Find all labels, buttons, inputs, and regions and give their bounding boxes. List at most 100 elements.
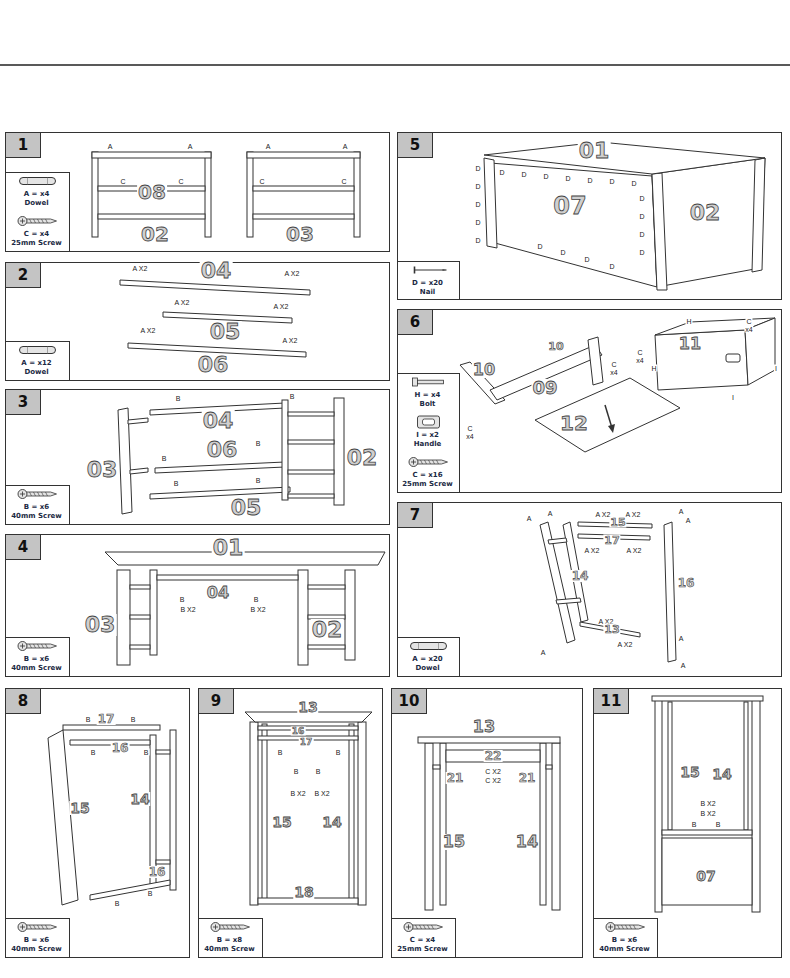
part-number: 02: [689, 202, 722, 224]
callout-letter: C: [258, 178, 265, 185]
callout-letter: D: [608, 263, 615, 270]
callout-letter: D: [474, 183, 481, 190]
callout-letter: C: [340, 178, 347, 185]
hardware-name: 40mm Screw: [5, 945, 69, 954]
callout-letter: C: [177, 178, 184, 185]
part-number: 15: [609, 517, 626, 528]
callout-letter: B: [161, 455, 168, 462]
part-number: 03: [285, 224, 315, 244]
hardware-name: Dowel: [5, 368, 69, 377]
part-number: 21: [446, 772, 465, 784]
callout-letter: B: [293, 768, 300, 775]
step-number: 8: [6, 689, 41, 714]
part-number: 02: [140, 224, 170, 244]
hardware-name: 40mm Screw: [5, 664, 69, 673]
step-panel: 4B = x640mm Screw: [5, 534, 390, 677]
part-number: 12: [559, 413, 589, 433]
callout-letter: B: [691, 821, 698, 828]
callout-letter: A X2: [626, 547, 643, 554]
callout-letter: D: [542, 173, 549, 180]
callout-letter: I: [774, 365, 778, 372]
part-number: 14: [711, 767, 732, 781]
step-panel: 3B = x640mm Screw: [5, 389, 390, 525]
callout-letter: A X2: [284, 270, 301, 277]
part-number: 05: [230, 497, 263, 519]
callout-letter: D: [474, 219, 481, 226]
hardware-name: 40mm Screw: [593, 945, 657, 954]
hardware-name: 25mm Screw: [397, 480, 459, 489]
callout-letter: B: [175, 395, 182, 402]
hardware-count: B = x8: [198, 936, 262, 945]
hardware-name: 25mm Screw: [391, 945, 455, 954]
part-number: 06: [197, 354, 230, 376]
callout-letter: A: [678, 508, 685, 515]
part-number: 13: [603, 624, 620, 635]
callout-letter: A: [540, 649, 547, 656]
callout-letter: B: [147, 890, 154, 897]
part-number: 05: [209, 321, 242, 343]
part-number: 04: [202, 410, 235, 432]
callout-letter: D: [498, 169, 505, 176]
hardware-name: 25mm Screw: [5, 239, 69, 248]
hardware-count: A = x4: [5, 190, 69, 199]
hardware-count: D = x20: [397, 279, 459, 288]
callout-letter: B: [179, 596, 186, 603]
step-panel: 7A = x20Dowel: [397, 502, 782, 677]
callout-letter: D: [564, 175, 571, 182]
callout-letter: A: [680, 662, 687, 669]
part-number: 17: [97, 713, 116, 725]
hardware-count: B = x6: [5, 503, 69, 512]
hardware-box: A = x20Dowel: [397, 637, 460, 677]
callout-letter: A X2: [140, 327, 157, 334]
hardware-box: B = x640mm Screw: [5, 918, 70, 958]
part-number: 22: [484, 750, 503, 762]
part-number: 13: [472, 719, 496, 735]
step-number: 3: [6, 390, 41, 415]
callout-letter: I: [731, 394, 735, 401]
hardware-name: 40mm Screw: [198, 945, 262, 954]
part-number: 15: [69, 801, 90, 815]
callout-letter: C X2: [484, 777, 502, 784]
hardware-count: I = x2: [397, 431, 459, 440]
callout-letter: B: [114, 900, 121, 907]
callout-letter: B: [277, 749, 284, 756]
callout-letter: B: [335, 749, 342, 756]
hardware-name: Handle: [397, 440, 459, 449]
callout-letter: C X2: [484, 768, 502, 775]
part-number: 17: [299, 738, 314, 747]
callout-letter: B X2: [699, 810, 716, 817]
hardware-box: C = x425mm Screw: [391, 918, 456, 958]
callout-letter: A: [685, 517, 692, 524]
part-number: 07: [552, 194, 587, 218]
callout-letter: A X2: [282, 337, 299, 344]
hardware-count: B = x6: [593, 936, 657, 945]
callout-letter: H: [685, 318, 692, 325]
part-number: 15: [271, 815, 292, 829]
callout-letter: B: [255, 440, 262, 447]
callout-letter: B: [173, 480, 180, 487]
callout-letter: B: [253, 596, 260, 603]
part-number: 02: [346, 447, 379, 469]
hardware-count: A = x20: [397, 655, 459, 664]
callout-letter: B: [130, 716, 137, 723]
part-number: 08: [137, 182, 167, 202]
hardware-box: A = x4DowelC = x425mm Screw: [5, 172, 70, 252]
callout-letter: B X2: [289, 790, 306, 797]
part-number: 03: [84, 614, 117, 636]
callout-letter: C: [466, 425, 473, 432]
part-number: 11: [678, 336, 702, 352]
callout-letter: B X2: [699, 800, 716, 807]
hardware-count: B = x6: [5, 655, 69, 664]
part-number: 18: [293, 885, 314, 899]
callout-letter: B X2: [249, 606, 266, 613]
hardware-name: Bolt: [397, 400, 459, 409]
callout-letter: B X2: [313, 790, 330, 797]
step-number: 1: [6, 133, 41, 158]
hardware-count: A = x12: [5, 359, 69, 368]
callout-letter: A: [526, 515, 533, 522]
part-number: 16: [148, 866, 167, 878]
part-number: 21: [518, 772, 537, 784]
part-number: 14: [515, 834, 539, 850]
part-number: 16: [111, 742, 130, 754]
step-number: 6: [398, 310, 433, 335]
